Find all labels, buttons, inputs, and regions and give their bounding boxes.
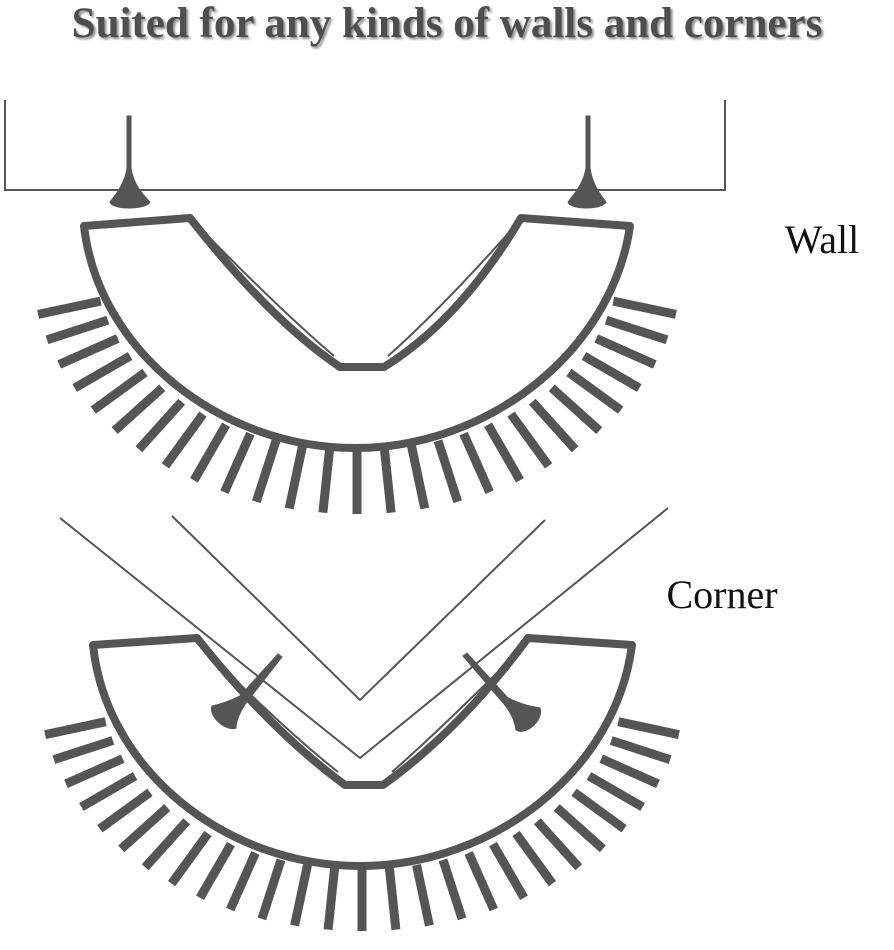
bristle [79, 772, 138, 811]
wall-holder-body [80, 214, 634, 452]
bristle [566, 368, 624, 414]
corner-nail-right [462, 652, 542, 732]
bristle [489, 841, 528, 901]
bristle [604, 315, 669, 345]
bristle [52, 736, 115, 764]
diagram-title: Suited for any kinds of walls and corner… [72, 0, 823, 47]
wall-holder-bevel-right [387, 227, 514, 357]
bristle [190, 422, 230, 483]
bristle [90, 368, 148, 414]
corner-holder-bristles [44, 717, 680, 931]
bristle [161, 411, 207, 469]
bristle [45, 315, 110, 345]
bristle [252, 439, 281, 504]
bristle [384, 867, 401, 931]
bristle [412, 863, 434, 927]
bristle [438, 858, 467, 921]
bristle [257, 858, 286, 921]
bristle [167, 830, 212, 887]
bristle [581, 352, 642, 392]
bristle [323, 867, 340, 931]
corner-inner-lines [171, 515, 546, 702]
bristle [512, 830, 557, 887]
bristle [548, 384, 603, 434]
bristle [599, 754, 660, 789]
wall-label: Wall [785, 217, 860, 262]
wall-holder-bevel-left [199, 227, 335, 357]
bristle [464, 851, 498, 912]
bristle [44, 717, 107, 740]
bristle [135, 398, 186, 453]
bristle [379, 448, 396, 514]
bristle [507, 411, 553, 469]
bristle [433, 439, 462, 504]
bristle [196, 841, 235, 901]
bristle [609, 736, 672, 764]
bristle [141, 818, 191, 871]
wall-nail-left [109, 115, 151, 209]
bristle [594, 334, 657, 369]
bristle [459, 431, 494, 495]
bristle [407, 444, 430, 510]
bristle [484, 422, 524, 483]
corner-holder-bevel-left [204, 649, 339, 773]
wall-surface [4, 100, 726, 191]
bristle [226, 851, 260, 912]
bristle [111, 384, 166, 434]
bristle [528, 398, 579, 453]
bristle [284, 444, 307, 510]
corner-nail-left [210, 653, 283, 730]
bristle [37, 296, 102, 319]
wall-mount-illustration: Wall [4, 100, 860, 514]
bristle [72, 352, 133, 392]
bristle [571, 788, 627, 833]
bristle [290, 863, 312, 927]
corner-outer-lines [59, 507, 669, 760]
corner-label: Corner [666, 572, 777, 617]
bristle [318, 448, 335, 514]
bristle [586, 772, 645, 811]
wall-nail-right [567, 115, 607, 209]
bristle [220, 431, 255, 495]
bristle [617, 717, 680, 740]
bristle [612, 296, 677, 319]
bristle [533, 818, 583, 871]
wall-holder-bristles [37, 296, 677, 514]
corner-mount-illustration: Corner [44, 507, 778, 931]
bristle [553, 804, 606, 853]
bristle [64, 754, 125, 789]
corner-holder-bevel-right [391, 649, 521, 773]
bristle [97, 788, 153, 833]
bristle [57, 334, 120, 369]
bristle [118, 804, 171, 853]
